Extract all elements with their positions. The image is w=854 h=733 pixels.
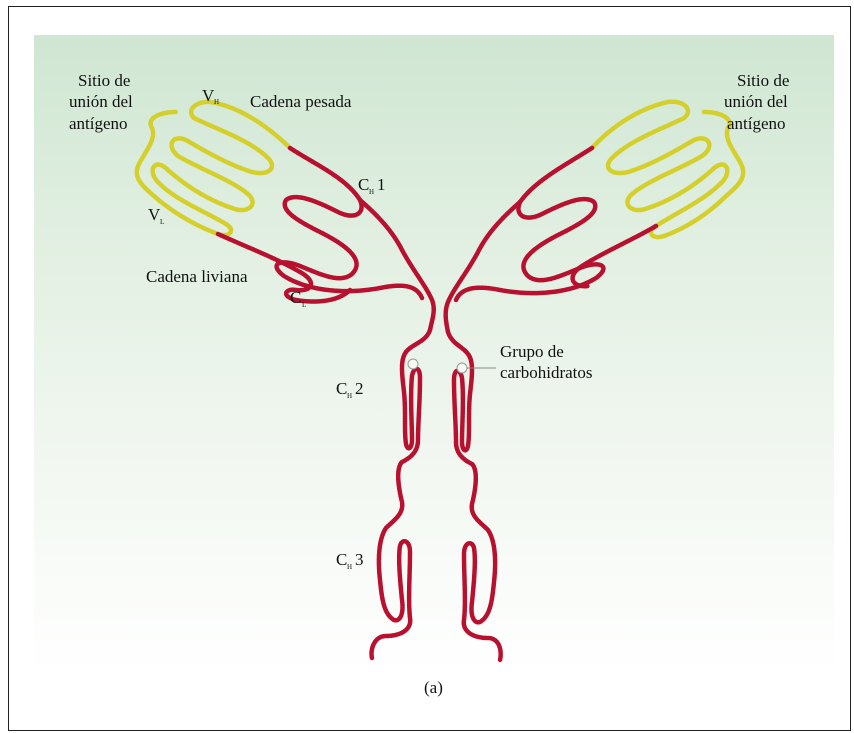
label-ch3-subscript: H [347,563,352,571]
carbohydrate-marker-right [457,363,467,373]
label-ch3-number: 3 [355,550,364,569]
label-vh-subscript: H [214,98,219,106]
label-ch1-subscript: H [369,188,374,196]
carbohydrate-marker-left [408,359,418,369]
label-vl-subscript: L [160,218,164,226]
label-antigen-site-right-1: Sitio de [737,71,789,90]
label-ch2-subscript: H [347,392,352,400]
label-ch2: C [336,379,347,398]
label-antigen-site-left-3: antígeno [69,114,128,133]
right-heavy-constant-chain [456,148,603,300]
figure-caption: (a) [424,678,443,697]
label-ch3: C [336,550,347,569]
right-light-constant-chain [573,226,656,286]
label-ch1-number: 1 [377,175,386,194]
label-ch2-number: 2 [355,379,364,398]
stem-right-heavy-chain [448,332,501,660]
label-antigen-site-left-2: unión del [69,92,133,111]
label-cl: C [290,288,301,307]
label-carbohydrate-group-1: Grupo de [500,342,564,361]
label-antigen-site-right-2: unión del [724,92,788,111]
label-light-chain: Cadena liviana [146,267,248,286]
label-antigen-site-left-1: Sitio de [78,71,130,90]
label-antigen-site-right-3: antígeno [727,114,786,133]
right-hinge-chain [446,202,520,332]
left-hinge-chain [360,200,434,330]
label-cl-subscript: L [302,301,306,309]
stem-left-heavy-chain [372,330,430,658]
left-heavy-constant-chain [277,148,422,298]
label-carbohydrate-group-2: carbohidratos [500,363,593,382]
label-heavy-chain: Cadena pesada [250,92,352,111]
label-ch1: C [358,175,369,194]
